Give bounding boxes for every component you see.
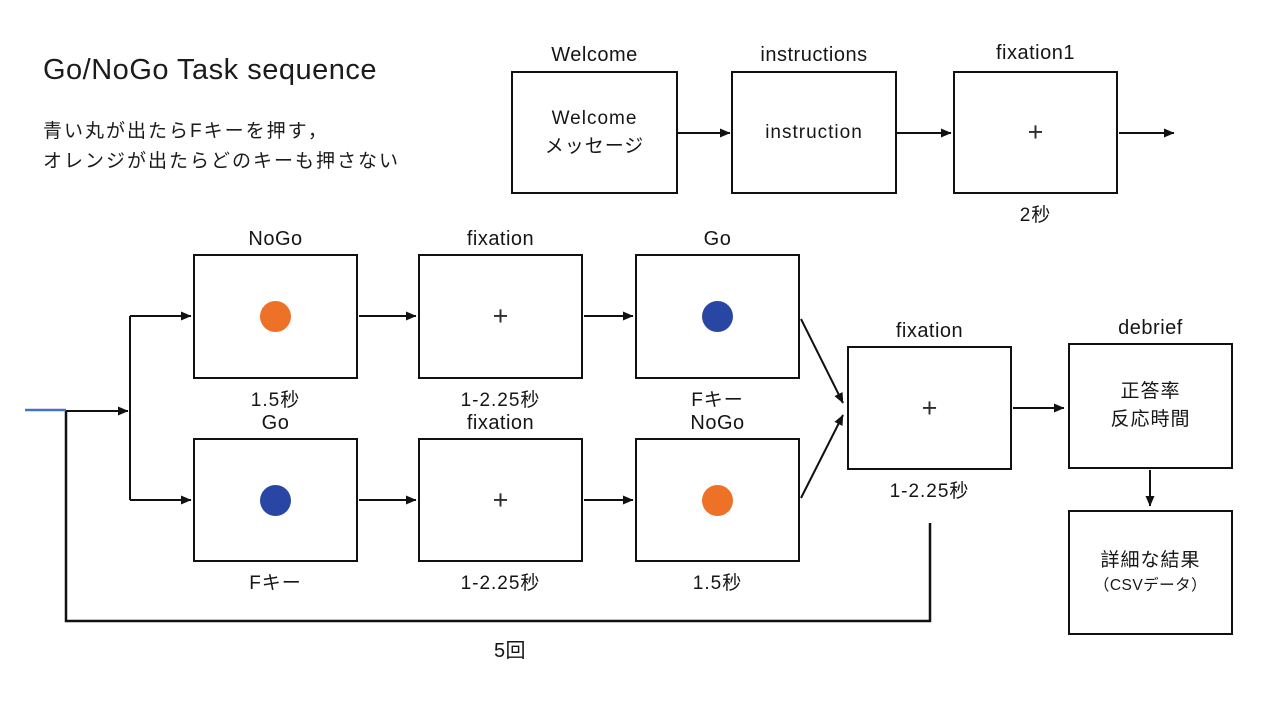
task-description-line2: オレンジが出たらどのキーも押さない [43,151,401,172]
instructions-content: instruction [765,121,863,143]
arrow-go1-to-converge [800,318,844,404]
go1-stimulus-box [635,254,800,379]
fixation-row2-duration: 1-2.25秒 [460,573,541,594]
instructions-box: instruction [731,71,897,194]
fixation-cross: + [492,484,509,515]
task-description-line1: 青い丸が出たらFキーを押す， [43,121,329,142]
debrief-box: 正答率 反応時間 [1068,343,1233,469]
debrief-box-label: debrief [1118,317,1183,339]
fixation-row1-box-label: fixation [466,228,535,250]
welcome-content-line1: Welcome [551,107,638,129]
results-content-line2: （CSVデータ） [1093,577,1208,594]
nogo-stimulus-circle [260,301,291,332]
nogo-stimulus-circle [702,484,733,516]
go2-response-key: Fキー [249,573,302,594]
fixation-row1-box: + [418,254,583,379]
debrief-content-line2: 反応時間 [1110,409,1191,430]
arrow-nogo2-to-converge [800,414,844,499]
nogo2-duration: 1.5秒 [692,573,743,594]
fixation-cross: + [1027,117,1044,147]
welcome-box-label: Welcome [551,44,638,66]
fixation-row2-box-label: fixation [466,412,535,434]
results-content-line1: 詳細な結果 [1100,550,1201,571]
fixation-cross: + [492,301,509,331]
welcome-box: Welcome メッセージ [511,71,678,194]
fixation-row2-box: + [418,438,583,562]
nogo1-stimulus-box [193,254,358,379]
fixation1-box-label: fixation1 [996,42,1075,64]
fixation-row1-duration: 1-2.25秒 [460,390,541,411]
go1-box-label: Go [703,228,732,250]
debrief-content-line1: 正答率 [1120,381,1181,402]
go1-response-key: Fキー [691,390,744,411]
nogo1-duration: 1.5秒 [250,390,301,411]
loop-count-label: 5回 [493,640,527,662]
go-stimulus-circle [702,301,733,332]
results-box: 詳細な結果 （CSVデータ） [1068,510,1233,635]
fixation1-box: + [953,71,1118,194]
instructions-box-label: instructions [760,44,868,66]
fixation-cross: + [921,392,938,423]
go2-stimulus-box [193,438,358,562]
converge-fixation-duration: 1-2.25秒 [889,481,970,502]
nogo1-box-label: NoGo [248,228,303,250]
fixation1-duration: 2秒 [1019,205,1052,226]
converge-fixation-box-label: fixation [895,320,964,342]
nogo2-stimulus-box [635,438,800,562]
nogo2-box-label: NoGo [690,412,745,434]
welcome-content-line2: メッセージ [544,135,645,157]
converge-fixation-box: + [847,346,1012,470]
diagram-title: Go/NoGo Task sequence [43,54,377,86]
go2-box-label: Go [261,412,290,434]
go-stimulus-circle [260,484,291,516]
